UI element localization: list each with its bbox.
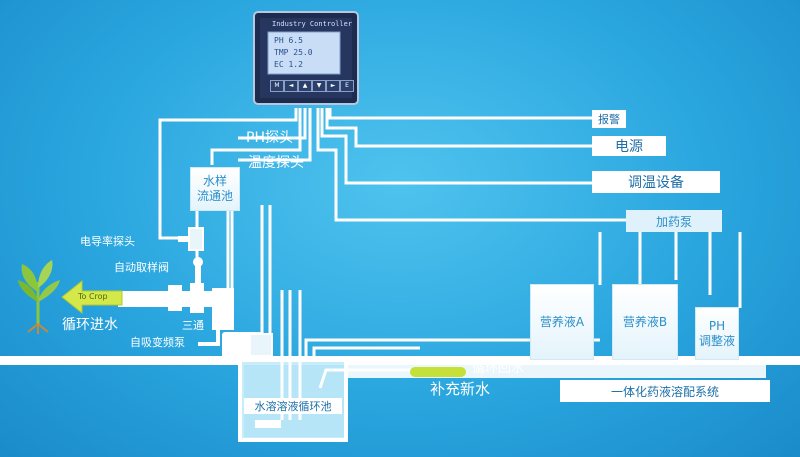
return-water-indicator: [410, 367, 466, 377]
temp-equipment-box: 调温设备: [592, 171, 720, 193]
conductivity-probe-label: 电导率探头: [80, 235, 135, 248]
controller-key-up[interactable]: ▲: [298, 80, 312, 92]
to-crop-arrow: [61, 279, 123, 315]
temp-probe-label: 温度探头: [248, 155, 304, 171]
pump-pipe: [198, 330, 220, 346]
controller-screen: [267, 31, 341, 75]
tee-pipe: [212, 288, 234, 330]
dosing-pump-box: 加药泵: [626, 210, 722, 232]
valve-body: [168, 285, 182, 311]
system-base: [560, 380, 770, 402]
auto-valve-head: [193, 257, 203, 267]
conductivity-sensor: [188, 227, 204, 251]
alarm-box: 报警: [592, 110, 626, 128]
screen-line-1: PH 6.5: [274, 36, 303, 45]
fresh-water-label: 补充新水: [430, 380, 491, 398]
auto-valve-label: 自动取样阀: [114, 261, 169, 274]
self-priming-pump-label: 自吸变频泵: [130, 336, 185, 349]
nutrient-b-tank: 营养液B: [612, 284, 678, 360]
return-water-label: 循环回水: [472, 361, 525, 376]
conductivity-pin: [178, 236, 190, 242]
integrated-system-label: 一体化药液溶配系统: [610, 384, 719, 399]
nutrient-a-tank: 营养液A: [530, 284, 594, 360]
ground-line: [0, 356, 800, 365]
controller-key-left[interactable]: ◄: [284, 80, 298, 92]
ph-probe-label: PH探头: [246, 130, 293, 146]
screen-line-3: EC 1.2: [274, 60, 303, 69]
to-crop-label: To Crop: [78, 292, 108, 301]
return-pipes: [304, 338, 600, 389]
tank-foot: [255, 420, 281, 428]
screen-line-2: TMP 25.0: [274, 48, 313, 57]
controller-key-menu[interactable]: M: [270, 80, 284, 92]
sample-pool: 水样 流通池: [190, 167, 240, 211]
main-tank-label: 水溶溶液循环池: [244, 398, 342, 414]
ph-adjust-tank: PH 调整液: [695, 307, 739, 360]
controller-header: Industry Controller: [272, 20, 353, 28]
plant-icon: [18, 260, 60, 334]
valve-body-2: [190, 283, 204, 313]
circulation-inlet-label: 循环进水: [62, 317, 118, 333]
cable-bundle: [158, 108, 626, 240]
dosing-lines: [598, 232, 742, 308]
power-box: 电源: [592, 136, 666, 156]
auto-valve-stem: [195, 264, 201, 284]
controller-key-right[interactable]: ►: [326, 80, 340, 92]
pump-motor: [249, 333, 273, 357]
controller-key-down[interactable]: ▼: [312, 80, 326, 92]
tee-label: 三通: [182, 319, 204, 332]
controller-key-enter[interactable]: E: [340, 80, 354, 92]
